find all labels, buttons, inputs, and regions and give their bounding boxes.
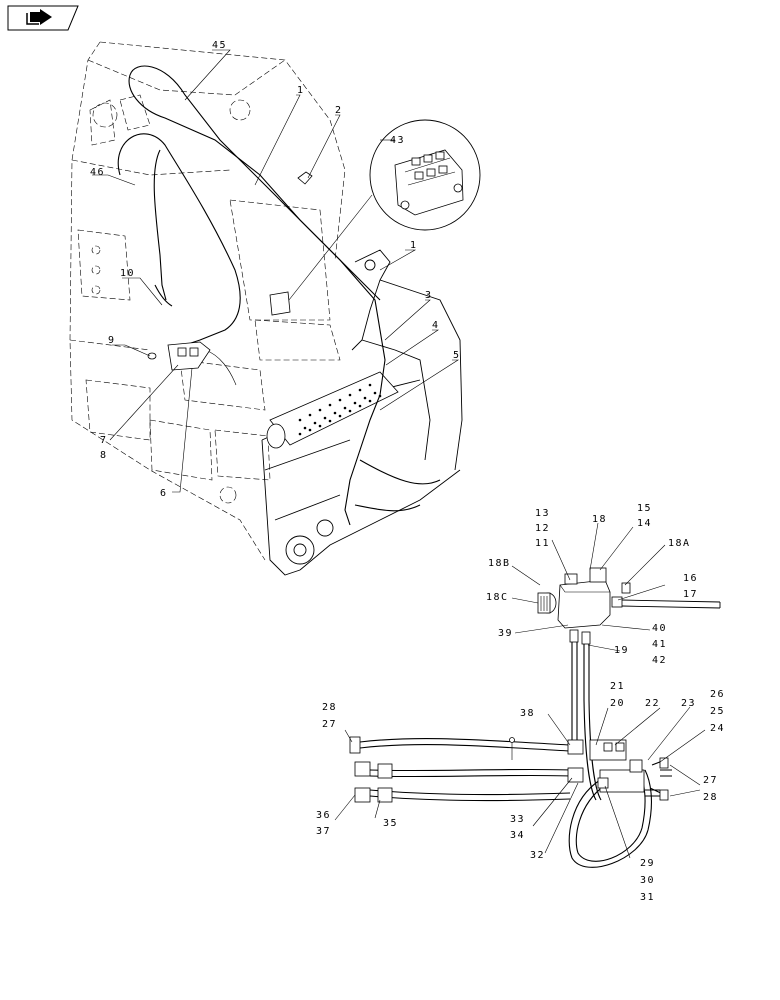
book-arrow-icon[interactable] [7, 5, 79, 31]
callout-32[interactable]: 32 [530, 850, 545, 861]
callout-29[interactable]: 29 [640, 858, 655, 869]
part-10-wire [154, 284, 173, 307]
callout-25[interactable]: 25 [710, 706, 725, 717]
callout-24[interactable]: 24 [710, 723, 725, 734]
callout-2[interactable]: 2 [335, 105, 343, 116]
callout-40[interactable]: 40 [652, 623, 667, 634]
callout-labels: 45 1 2 43 46 1 10 3 4 9 5 7 8 6 13 12 11… [90, 40, 725, 903]
callout-39[interactable]: 39 [498, 628, 513, 639]
callout-18B[interactable]: 18B [488, 558, 511, 569]
callout-6[interactable]: 6 [160, 488, 168, 499]
callout-41[interactable]: 41 [652, 639, 667, 650]
callout-5[interactable]: 5 [453, 350, 461, 361]
callout-7[interactable]: 7 [100, 435, 108, 446]
wire-harness [117, 65, 441, 526]
callout-30[interactable]: 30 [640, 875, 655, 886]
callout-8[interactable]: 8 [100, 450, 108, 461]
callout-17[interactable]: 17 [683, 589, 698, 600]
callout-13[interactable]: 13 [535, 508, 550, 519]
switch-bracket [167, 341, 211, 371]
part-2-clip [297, 171, 313, 185]
callout-18C[interactable]: 18C [486, 592, 509, 603]
callout-14[interactable]: 14 [637, 518, 652, 529]
upper-leader-lines [92, 49, 460, 493]
callout-37[interactable]: 37 [316, 826, 331, 837]
callout-18[interactable]: 18 [592, 514, 607, 525]
detail-circle-43 [269, 119, 481, 316]
callout-1[interactable]: 1 [410, 240, 418, 251]
lower-leader-lines [334, 522, 706, 859]
callout-4[interactable]: 4 [432, 320, 440, 331]
callout-9[interactable]: 9 [108, 335, 116, 346]
hydraulic-hoses [359, 642, 672, 868]
callout-3[interactable]: 3 [425, 290, 433, 301]
callout-27[interactable]: 27 [322, 719, 337, 730]
callout-35[interactable]: 35 [383, 818, 398, 829]
callout-11[interactable]: 11 [535, 538, 550, 549]
callout-23[interactable]: 23 [681, 698, 696, 709]
callout-45[interactable]: 45 [212, 40, 227, 51]
callout-36[interactable]: 36 [316, 810, 331, 821]
callout-28[interactable]: 28 [322, 702, 337, 713]
callout-18A[interactable]: 18A [668, 538, 691, 549]
lower-fittings [349, 736, 669, 803]
callout-26[interactable]: 26 [710, 689, 725, 700]
callout-22[interactable]: 22 [645, 698, 660, 709]
callout-42[interactable]: 42 [652, 655, 667, 666]
loader-frame-outline [69, 41, 346, 561]
callout-28[interactable]: 28 [703, 792, 718, 803]
callout-21[interactable]: 21 [610, 681, 625, 692]
callout-20[interactable]: 20 [610, 698, 625, 709]
callout-34[interactable]: 34 [510, 830, 525, 841]
callout-31[interactable]: 31 [640, 892, 655, 903]
callout-1[interactable]: 1 [297, 85, 305, 96]
callout-15[interactable]: 15 [637, 503, 652, 514]
callout-46[interactable]: 46 [90, 167, 105, 178]
part-9-grommet [147, 352, 157, 360]
callout-38[interactable]: 38 [520, 708, 535, 719]
callout-19[interactable]: 19 [614, 645, 629, 656]
callout-43[interactable]: 43 [390, 135, 405, 146]
diverter-valve-assembly [537, 567, 721, 645]
callout-33[interactable]: 33 [510, 814, 525, 825]
callout-12[interactable]: 12 [535, 523, 550, 534]
callout-27[interactable]: 27 [703, 775, 718, 786]
heat-shield [266, 371, 399, 449]
callout-10[interactable]: 10 [120, 268, 135, 279]
callout-16[interactable]: 16 [683, 573, 698, 584]
